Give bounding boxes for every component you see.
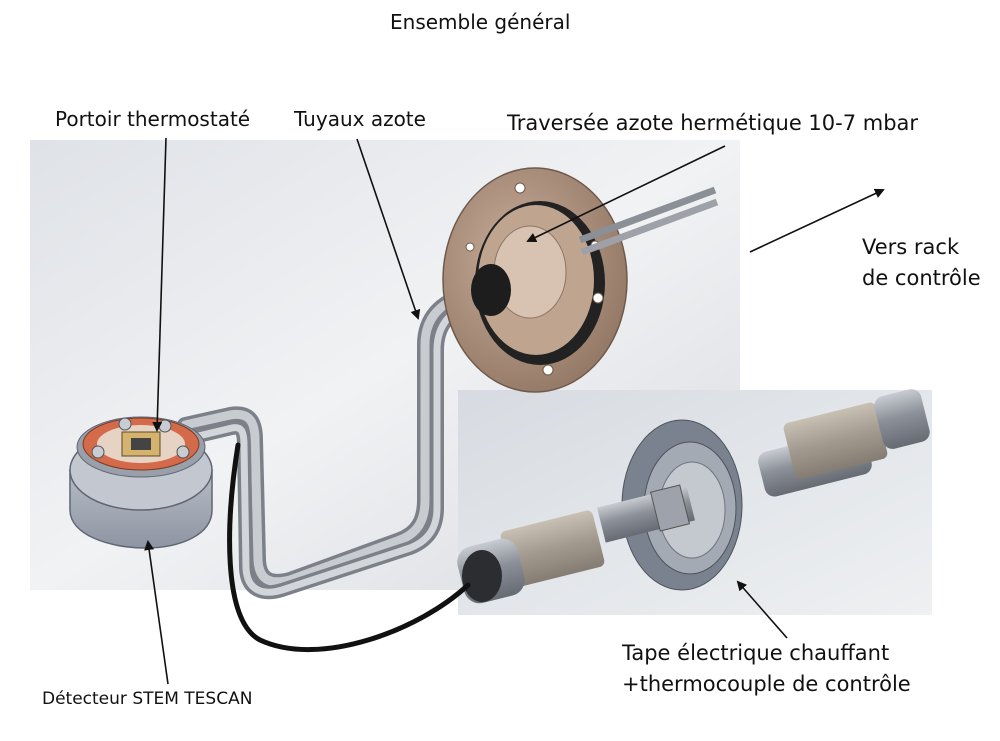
detecteur-pointer (144, 540, 169, 685)
feedthrough-flange (442, 167, 719, 393)
label-tuyaux: Tuyaux azote (294, 107, 426, 131)
label-detecteur: Détecteur STEM TESCAN (42, 689, 253, 709)
label-tape: Tape électrique chauffant +thermocouple … (622, 638, 911, 700)
label-tape-line1: Tape électrique chauffant (622, 641, 890, 665)
portoir-pointer (152, 137, 167, 432)
label-portoir: Portoir thermostaté (55, 107, 251, 131)
label-pointers (144, 137, 885, 685)
traversee-pointer (526, 145, 726, 243)
nitrogen-pipes (177, 277, 512, 600)
tape-pointer (736, 580, 788, 639)
diagram-title: Ensemble général (390, 10, 571, 34)
label-tape-line2: +thermocouple de contrôle (622, 672, 911, 696)
label-rack-line1: Vers rack (862, 235, 960, 259)
heater-feedthrough (457, 389, 930, 604)
label-traversee: Traversée azote hermétique 10-7 mbar (507, 111, 919, 135)
sample-holder (69, 416, 213, 549)
label-rack: Vers rack de contrôle (862, 232, 981, 294)
tuyaux-pointer (356, 138, 421, 320)
thermocouple-cable (227, 442, 471, 653)
rack-direction-arrow (749, 188, 885, 253)
label-rack-line2: de contrôle (862, 266, 981, 290)
